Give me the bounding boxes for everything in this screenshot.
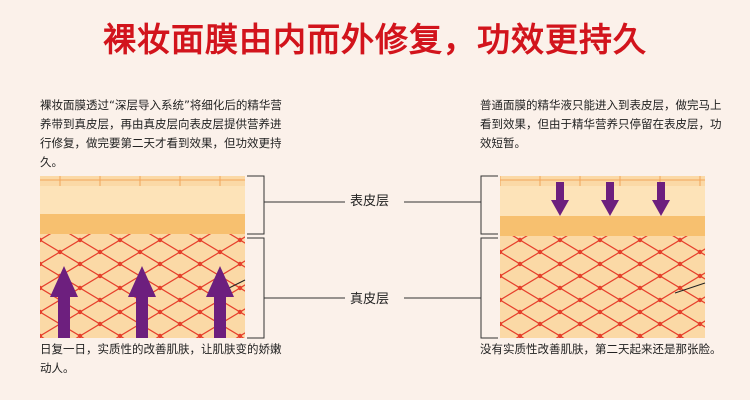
right-brackets [404,175,498,339]
left-epidermis-base [40,214,245,234]
left-epidermis [40,186,245,214]
right-caption: 没有实质性改善肌肤，第二天起来还是那张脸。 [480,342,722,356]
right-epidermis-base [500,216,705,236]
right-dermis [500,236,705,338]
right-description: 普通面膜的精华液只能进入到表皮层，做完马上看到效果，但由于精华营养只停留在表皮层… [480,98,722,150]
left-epidermis-top-bricks [40,176,245,186]
left-caption: 日复一日，实质性的改善肌肤，让肌肤变的娇嫩动人。 [40,342,282,375]
left-description: 裸妆面膜透过“深层导入系统”将细化后的精华营养带到真皮层，再由真皮层向表皮层提供… [40,98,282,169]
up-arrow-icon [206,266,234,338]
down-arrow-icon [551,182,569,216]
left-arrows [50,266,234,338]
down-arrow-icon [601,182,619,216]
left-brackets [247,175,345,339]
up-arrow-icon [50,266,78,338]
right-skin-block [500,176,706,338]
right-epidermis-top-bricks [500,176,705,186]
up-arrow-icon [128,266,156,338]
dermis-label: 真皮层 [350,292,390,307]
right-arrows [551,182,670,216]
down-arrow-icon [652,182,670,216]
epidermis-label: 表皮层 [350,194,390,209]
page-title: 裸妆面膜由内而外修复，功效更持久 [103,20,647,59]
